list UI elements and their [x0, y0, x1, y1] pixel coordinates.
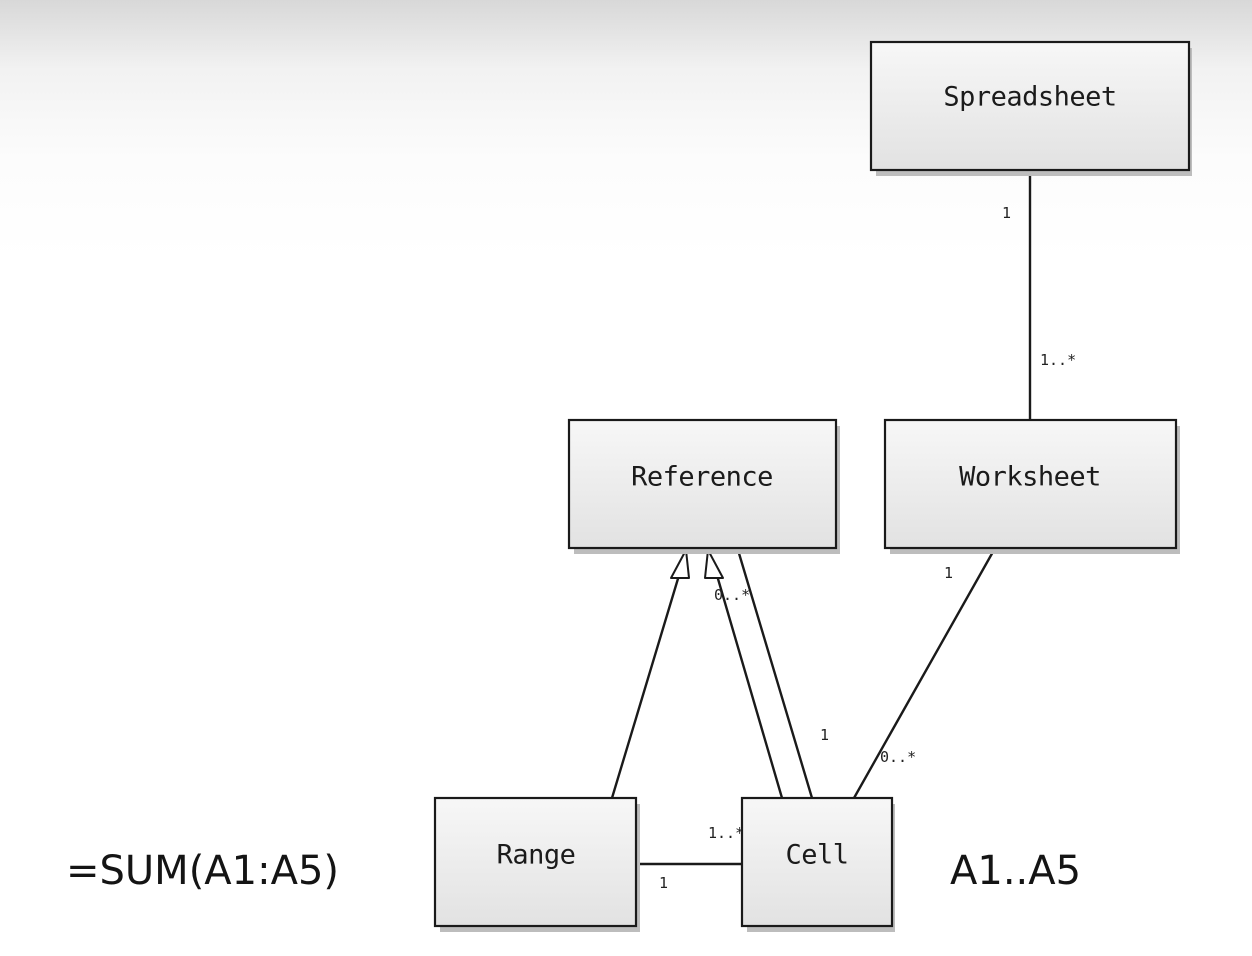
- class-box-reference[interactable]: Reference: [567, 418, 840, 554]
- cell-reference-association: [736, 548, 814, 800]
- mult-spreadsheet-side: 1: [1002, 204, 1011, 222]
- mult-cell-side-of-range: 1..*: [708, 824, 744, 842]
- mult-cell-side-of-worksheet: 0..*: [880, 748, 916, 766]
- class-box-cell[interactable]: Cell: [740, 796, 895, 932]
- class-label-reference: Reference: [631, 462, 773, 493]
- mult-worksheet-side-of-spreadsheet: 1..*: [1040, 351, 1076, 369]
- cell-generalization-arrowhead: [704, 549, 724, 579]
- mult-cell-side-of-reference: 1: [820, 726, 829, 744]
- class-label-cell: Cell: [785, 840, 848, 871]
- class-box-range[interactable]: Range: [433, 796, 640, 932]
- cell-reference-generalization: [714, 570, 784, 800]
- mult-reference-side-of-cell: 0..*: [714, 586, 750, 604]
- mult-range-side-of-cell: 1: [659, 874, 668, 892]
- class-label-range: Range: [497, 840, 576, 871]
- range-generalization-arrowhead: [670, 549, 690, 579]
- class-box-worksheet[interactable]: Worksheet: [883, 418, 1180, 554]
- range-reference-generalization: [610, 570, 682, 800]
- mult-worksheet-side-of-cell: 1: [944, 564, 953, 582]
- formula-example: =SUM(A1:A5): [66, 848, 339, 894]
- class-label-spreadsheet: Spreadsheet: [943, 82, 1116, 113]
- class-label-worksheet: Worksheet: [959, 462, 1101, 493]
- worksheet-cell-association: [852, 548, 996, 800]
- range-notation-example: A1..A5: [950, 848, 1081, 894]
- class-box-spreadsheet[interactable]: Spreadsheet: [869, 40, 1192, 176]
